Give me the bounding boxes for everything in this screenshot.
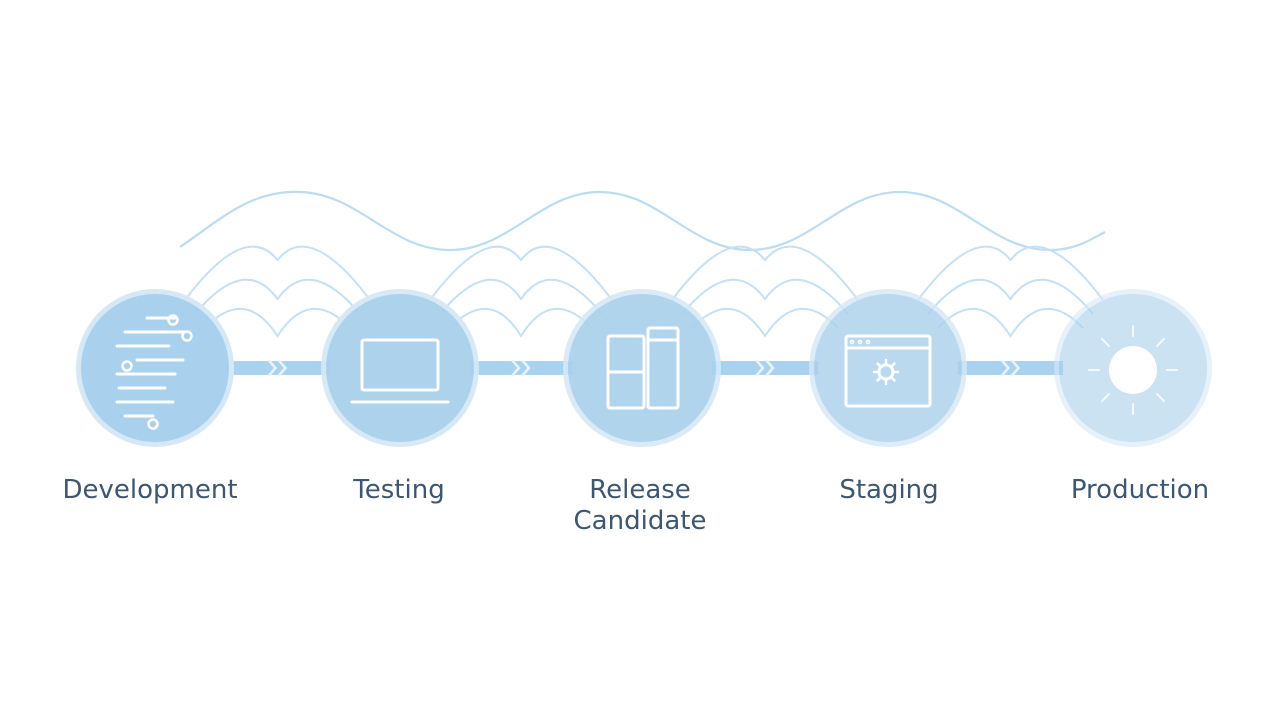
- stage-node: [76, 289, 234, 447]
- sun-ray: [1156, 337, 1166, 347]
- connector-bar: [958, 361, 1063, 375]
- stage-circle: [568, 294, 716, 442]
- devices-icon: [606, 326, 680, 410]
- browser-gear-icon: [844, 334, 932, 408]
- decorative-arc: [691, 307, 839, 338]
- device-frame-right: [646, 326, 680, 410]
- decorative-arc: [937, 307, 1084, 338]
- sun-ray: [1100, 337, 1110, 347]
- stage-label-development: Development: [62, 475, 238, 505]
- gear-tooth: [876, 362, 882, 368]
- chevron-right-icon: [1010, 359, 1021, 377]
- decorative-arc: [671, 245, 859, 301]
- slider-knob: [121, 360, 133, 372]
- stage-node: [809, 289, 967, 447]
- decorative-arc: [449, 307, 593, 338]
- decorative-arcs: [184, 245, 1104, 338]
- stage-label-production: Production: [1070, 475, 1210, 505]
- decorative-arc: [439, 278, 603, 315]
- decorative-arc: [917, 245, 1104, 301]
- browser-dot: [849, 339, 855, 345]
- gear-tooth: [890, 376, 896, 382]
- sun-ray: [1156, 393, 1166, 403]
- decorative-arc: [204, 307, 351, 338]
- stage-label-staging: Staging: [839, 475, 939, 505]
- stage-circle: [814, 294, 962, 442]
- chevron-right-icon: [521, 359, 531, 377]
- stage-circle: [326, 294, 474, 442]
- decorative-waves: [179, 190, 1106, 252]
- stage-circle: [81, 294, 229, 442]
- chevron-right-icon: [511, 359, 521, 377]
- stage-nodes: [76, 289, 1212, 447]
- sun-core: [1109, 346, 1157, 394]
- chevron-right-icon: [765, 359, 775, 377]
- code-lines-icon: [115, 314, 193, 430]
- chevron-right-icon: [755, 359, 765, 377]
- browser-window: [844, 334, 932, 408]
- chevron-right-icon: [267, 359, 278, 377]
- sun-ray: [1100, 393, 1110, 403]
- slider-knob: [181, 330, 193, 342]
- decorative-arc: [927, 278, 1094, 315]
- decorative-arc: [184, 245, 371, 301]
- gear-tooth: [876, 376, 882, 382]
- decorative-arc: [681, 278, 849, 315]
- decorative-arc: [194, 278, 361, 315]
- stage-node: [1054, 289, 1212, 447]
- stage-connectors: [225, 359, 1063, 377]
- laptop-icon: [350, 338, 450, 404]
- slider-knob: [147, 418, 159, 430]
- stage-node: [321, 289, 479, 447]
- stage-label-release-candidate: Release Candidate: [573, 475, 707, 536]
- stage-node: [563, 289, 721, 447]
- connector-bar: [470, 361, 572, 375]
- connector-bar: [225, 361, 330, 375]
- slider-knob: [167, 314, 179, 326]
- laptop-screen: [360, 338, 440, 392]
- browser-dot: [857, 339, 863, 345]
- chevron-right-icon: [1000, 359, 1011, 377]
- browser-dot: [865, 339, 871, 345]
- gear-tooth: [890, 362, 896, 368]
- wave-line-top: [179, 190, 1106, 252]
- connector-bar: [712, 361, 818, 375]
- stage-label-testing: Testing: [353, 475, 445, 505]
- decorative-arc: [429, 245, 613, 301]
- sun-icon: [1088, 325, 1178, 415]
- chevron-right-icon: [277, 359, 288, 377]
